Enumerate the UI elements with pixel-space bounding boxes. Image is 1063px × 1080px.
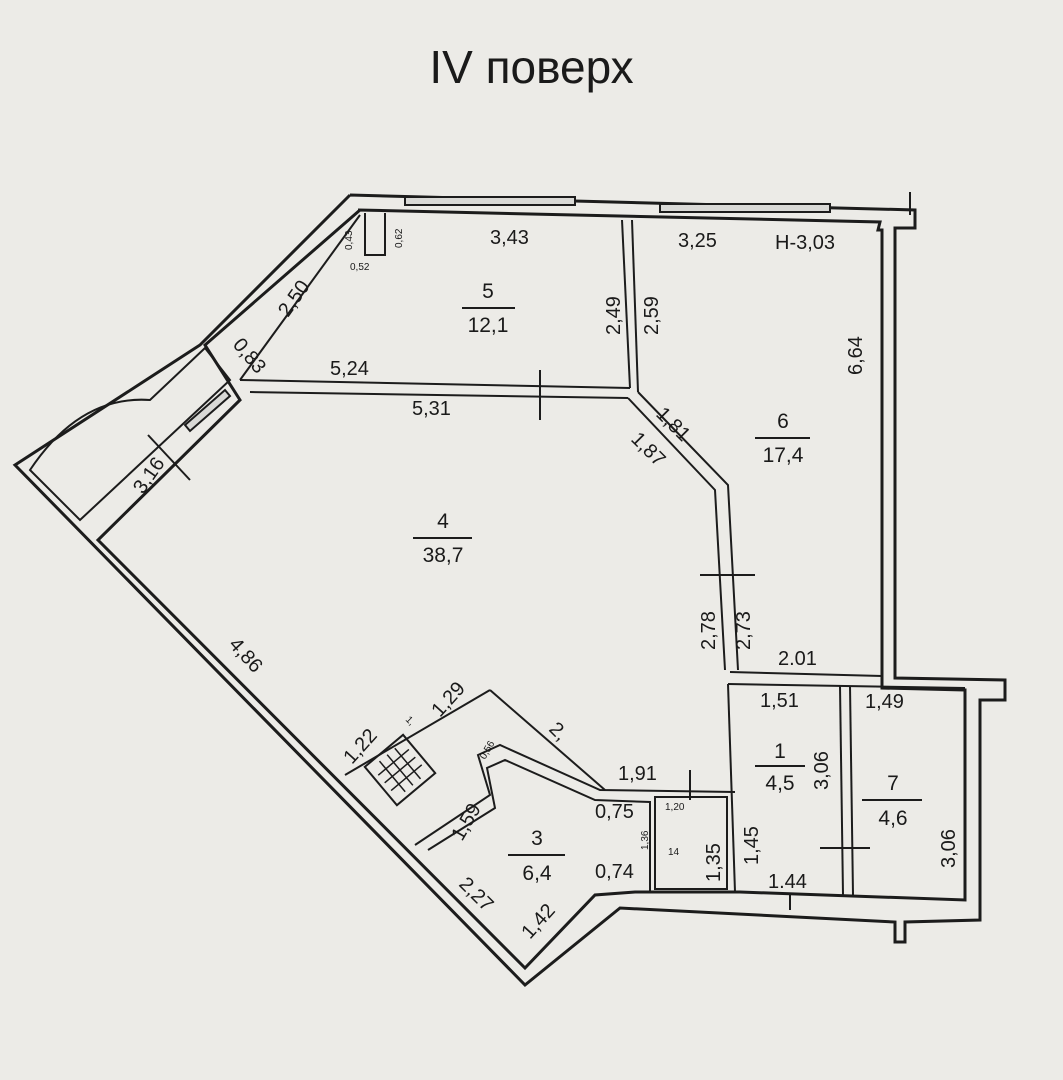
dim-043: 0,43 bbox=[344, 230, 355, 250]
wall-corridor-b bbox=[344, 689, 491, 776]
niche-room-5 bbox=[364, 213, 386, 256]
room-6-label: 6 17,4 bbox=[755, 410, 810, 467]
dim-149: 1,49 bbox=[865, 691, 904, 713]
dim-343: 3,43 bbox=[490, 227, 529, 249]
dim-531: 5,31 bbox=[412, 398, 451, 420]
floor-title: IV поверх bbox=[429, 41, 634, 93]
dim-201: 2.01 bbox=[778, 648, 817, 670]
tick-marks bbox=[147, 192, 911, 910]
wall-5-diagonal bbox=[239, 214, 361, 381]
dim-181: 1,81 bbox=[651, 403, 694, 446]
room-7-area: 4,6 bbox=[878, 807, 907, 830]
dim-1x: 1, bbox=[403, 714, 417, 728]
room-6-number: 6 bbox=[777, 410, 789, 433]
room-5-area: 12,1 bbox=[468, 314, 509, 337]
dim-14: 14 bbox=[668, 847, 680, 858]
wall-1-7-b bbox=[849, 685, 854, 896]
dim-074: 0,74 bbox=[595, 861, 634, 883]
window-room-5 bbox=[404, 196, 576, 206]
room-5-number: 5 bbox=[482, 280, 494, 303]
dim-325: 3,25 bbox=[678, 230, 717, 252]
wall-5-6-b bbox=[631, 219, 639, 393]
room-3-label: 3 6,4 bbox=[508, 827, 565, 885]
room-7-label: 7 4,6 bbox=[862, 772, 922, 830]
dimension-labels: 3,43 3,25 Н-3,03 6,64 2,49 2,59 2,50 0,8… bbox=[129, 227, 960, 943]
window-room-6 bbox=[659, 203, 831, 213]
window-balcony bbox=[183, 388, 232, 433]
wall-6-bottom bbox=[729, 671, 883, 677]
dim-075: 0,75 bbox=[595, 801, 634, 823]
interior-walls bbox=[239, 213, 966, 896]
dim-250: 2,50 bbox=[274, 276, 314, 321]
dim-144: 1.44 bbox=[768, 871, 807, 893]
dim-052: 0,52 bbox=[350, 262, 370, 273]
room-1-area: 4,5 bbox=[765, 772, 794, 795]
outer-walls bbox=[12, 193, 1007, 988]
dim-278: 2,78 bbox=[698, 611, 720, 650]
dim-306-b: 3,06 bbox=[938, 829, 960, 868]
room-4-number: 4 bbox=[437, 510, 449, 533]
room-5-label: 5 12,1 bbox=[462, 280, 515, 337]
room-7-number: 7 bbox=[887, 772, 899, 795]
dim-159: 1,59 bbox=[447, 800, 486, 845]
dim-135: 1,35 bbox=[703, 843, 725, 882]
ventilation-shaft bbox=[363, 733, 437, 807]
wall-1-7 bbox=[839, 685, 844, 896]
dim-273: 2,73 bbox=[733, 611, 755, 650]
dim-height: Н-3,03 bbox=[775, 232, 835, 254]
wall-corridor bbox=[489, 689, 606, 791]
wall-4-6-b bbox=[637, 391, 739, 671]
dim-145: 1,45 bbox=[741, 826, 763, 865]
wall-5-4-b bbox=[249, 391, 629, 399]
room-4-label: 4 38,7 bbox=[413, 510, 472, 567]
dim-122: 1,22 bbox=[339, 725, 381, 769]
dim-524: 5,24 bbox=[330, 358, 369, 380]
dim-249: 2,49 bbox=[603, 296, 625, 335]
room-1-number: 1 bbox=[774, 740, 786, 763]
wall-5-6 bbox=[621, 219, 631, 389]
balcony bbox=[28, 346, 232, 522]
room-1-label: 1 4,5 bbox=[755, 740, 805, 795]
wall-5-4 bbox=[239, 379, 631, 389]
room-6-area: 17,4 bbox=[763, 444, 804, 467]
dim-486: 4,86 bbox=[224, 634, 266, 678]
dim-151: 1,51 bbox=[760, 690, 799, 712]
dim-664: 6,64 bbox=[845, 336, 867, 375]
dim-129: 1,29 bbox=[427, 678, 469, 722]
wall-4-6 bbox=[627, 397, 726, 671]
outer-wall-inner bbox=[95, 208, 967, 971]
room-3-area: 6,4 bbox=[522, 862, 552, 885]
wall-1-left bbox=[727, 683, 736, 893]
room-4-area: 38,7 bbox=[423, 544, 464, 567]
dim-083: 0,83 bbox=[228, 334, 270, 378]
wall-6-bottom-b bbox=[727, 683, 966, 689]
dim-120: 1,20 bbox=[665, 802, 685, 813]
dim-306-a: 3,06 bbox=[811, 751, 833, 790]
outer-wall-outer bbox=[12, 193, 1007, 988]
dim-136: 1,36 bbox=[640, 830, 651, 850]
room-3-number: 3 bbox=[531, 827, 543, 850]
dim-259: 2,59 bbox=[641, 296, 663, 335]
dim-062: 0,62 bbox=[394, 228, 405, 248]
dim-227: 2,27 bbox=[454, 873, 497, 916]
dim-056: 0,56 bbox=[478, 739, 497, 762]
dim-191: 1,91 bbox=[618, 763, 657, 785]
wall-room-3 bbox=[414, 743, 736, 846]
wall-room-3-b bbox=[427, 758, 651, 892]
